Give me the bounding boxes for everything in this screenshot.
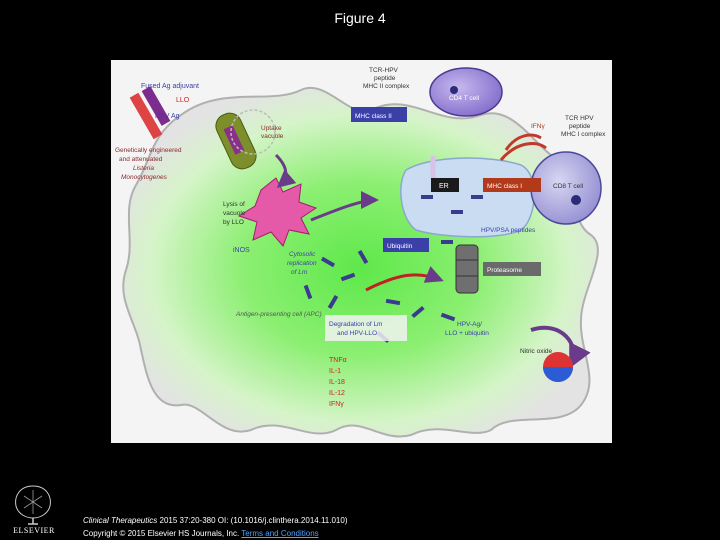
proteasome-box	[483, 262, 541, 276]
label-nitric-oxide: Nitric oxide	[520, 348, 553, 355]
label-tcr-mhc1-3: MHC I complex	[561, 131, 606, 138]
label-lysis-2: vacuole	[223, 210, 246, 217]
label-cytokine-3: IL-18	[329, 379, 345, 386]
label-listeria-3: Listeria	[133, 165, 154, 172]
ubiquitin-arrow	[365, 266, 444, 292]
label-hpv-ag-llo-2: LLO + ubiquitin	[445, 330, 489, 337]
label-cytosolic-1: Cytosolic	[289, 251, 316, 258]
label-inos: iNOS	[233, 247, 250, 254]
label-llo: LLO	[176, 97, 190, 104]
label-cytokine-2: IL-1	[329, 368, 341, 375]
apc-diagram: Fused Ag adjuvant LLO HPV Ag Genetically…	[115, 67, 606, 438]
figure-image: Fused Ag adjuvant LLO HPV Ag Genetically…	[111, 60, 612, 443]
cd4-t-cell	[429, 67, 503, 117]
label-cd4: CD4 T cell	[449, 95, 480, 102]
label-fused-ag: Fused Ag adjuvant	[141, 83, 199, 90]
listeria-bacterium	[215, 112, 257, 170]
label-listeria-4: Monocytogenes	[121, 174, 168, 181]
proteasome	[455, 244, 479, 294]
label-degradation-2: and HPV-LLO	[337, 330, 377, 337]
label-cytosolic-2: replication	[287, 260, 317, 267]
elsevier-tree-logo	[6, 478, 60, 525]
label-tcr-mhc1-1: TCR HPV	[565, 115, 594, 122]
er-box	[431, 178, 459, 192]
uptake-vacuole	[230, 109, 276, 155]
mhc2-box	[351, 107, 407, 122]
lysed-vacuole	[237, 177, 318, 247]
label-ifng-small: IFNγ	[531, 123, 545, 130]
label-apc: Antigen-presenting cell (APC)	[235, 311, 322, 318]
label-listeria-2: and attenuated	[119, 156, 163, 163]
label-mhc-class1: MHC class I	[487, 183, 522, 190]
label-tcr-mhc1-2: peptide	[569, 123, 591, 130]
label-lysis-1: Lysis of	[223, 201, 245, 208]
terms-link[interactable]: Terms and Conditions	[241, 529, 319, 538]
nitric-oxide-sphere	[543, 352, 573, 382]
ifng-signal	[499, 133, 547, 161]
footer-copyright: Copyright © 2015 Elsevier HS Journals, I…	[83, 529, 240, 538]
label-uptake-2: vacuole	[261, 133, 284, 140]
label-ubiquitin: Ubiquitin	[387, 243, 413, 250]
cytosol-arrow	[310, 191, 379, 222]
uptake-arrow	[274, 153, 297, 188]
slide-title: Figure 4	[334, 10, 386, 26]
label-hpv-ag-llo-1: HPV-Ag/	[457, 321, 482, 328]
label-tcr-mhc2-2: peptide	[374, 75, 396, 82]
label-hpv-ag: HPV Ag	[155, 113, 180, 120]
label-uptake-1: Uptake	[261, 125, 282, 132]
label-lysis-3: by LLO	[223, 219, 244, 226]
footer-journal: Clinical Therapeutics	[83, 516, 158, 525]
label-hpv-psa: HPV/PSA peptides	[481, 227, 536, 234]
footer-citation: Clinical Therapeutics 2015 37:20-380 OI:…	[83, 514, 347, 540]
label-cd8: CD8 T cell	[553, 183, 584, 190]
footer-citation-text: 2015 37:20-380 OI: (10.1016/j.clinthera.…	[157, 516, 348, 525]
er-region	[400, 157, 535, 238]
label-cytosolic-3: of Lm	[291, 269, 308, 276]
label-tcr-mhc2-3: MHC II complex	[363, 83, 410, 90]
fused-ag-construct	[129, 86, 171, 140]
label-degradation-1: Degradation of Lm	[329, 321, 382, 328]
label-cytokine-5: IFNγ	[329, 401, 344, 408]
label-er: ER	[439, 183, 449, 190]
label-tcr-mhc2-1: TCR-HPV	[369, 67, 399, 74]
elsevier-wordmark: ELSEVIER	[13, 526, 55, 535]
mhc1-box	[483, 178, 541, 192]
label-mhc-class2: MHC class II	[355, 113, 392, 120]
degradation-box	[325, 315, 407, 341]
label-proteasome: Proteasome	[487, 267, 522, 274]
ubiquitin-box	[383, 238, 429, 252]
nitric-arrow	[530, 325, 591, 369]
label-cytokine-1: TNFα	[329, 357, 347, 364]
label-listeria-1: Genetically engineered	[115, 147, 182, 154]
label-cytokine-4: IL-12	[329, 390, 345, 397]
